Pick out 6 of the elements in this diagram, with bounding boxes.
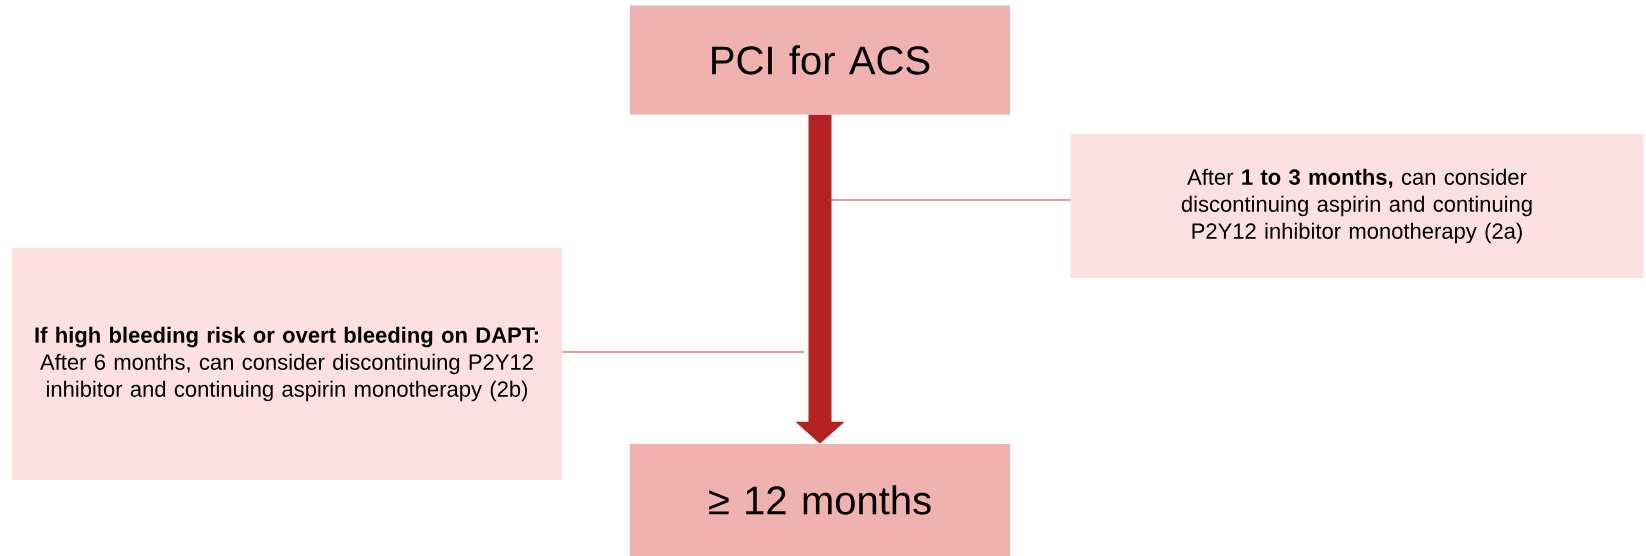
note-box: After 1 to 3 months, can consider discontinuing aspirin and continuing P2Y12 inhibitor monotherapy (2a) [1070,134,1644,278]
step-box: PCI for ACS [630,5,1010,115]
connector-line [826,199,1071,201]
step-box: ≥ 12 months [630,444,1010,556]
connector-line [561,351,805,353]
note-box: If high bleeding risk or overt bleeding on DAPT: After 6 months, can consider discontinuing P2Y12 inhibitor and continuing aspirin monotherapy (2b) [12,248,562,480]
